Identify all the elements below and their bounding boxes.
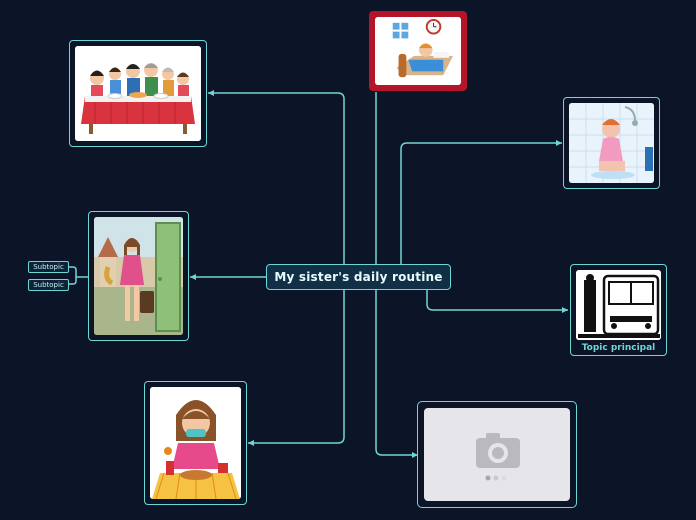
family-dinner-illustration [75,46,201,141]
subtopic-label: Subtopic [33,263,64,271]
link-to-bus [426,290,568,311]
link-to-placeholder [375,290,418,456]
bus-black-and-white-illustration [576,270,661,340]
central-topic-label: My sister's daily routine [274,270,443,284]
subtopic-node[interactable]: Subtopic [28,261,69,273]
link-to-dinner [208,92,345,264]
girl-in-shower-illustration [569,103,654,183]
subtopic-label: Subtopic [33,281,64,289]
leaving-image-node[interactable] [88,211,189,341]
camera-icon [476,433,520,481]
central-topic[interactable]: My sister's daily routine [266,264,451,290]
main-topic-caption: Topic principal [581,343,656,353]
girl-eating-breakfast-illustration [150,387,241,499]
breakfast-image-node[interactable] [144,381,247,505]
wakeup-image-node[interactable] [369,11,467,91]
shower-image-node[interactable] [563,97,660,189]
woman-leaving-house-with-suitcase-illustration [94,217,183,335]
dinner-image-node[interactable] [69,40,207,147]
image-placeholder [424,408,570,501]
bus-image-node[interactable]: Topic principal [570,264,667,356]
subtopic-node[interactable]: Subtopic [28,279,69,291]
link-to-breakfast [248,290,345,444]
image-placeholder-node[interactable] [417,401,577,508]
link-to-subtopics [69,266,88,285]
girl-waking-up-in-bed-illustration [375,17,461,85]
link-to-shower [400,142,562,264]
